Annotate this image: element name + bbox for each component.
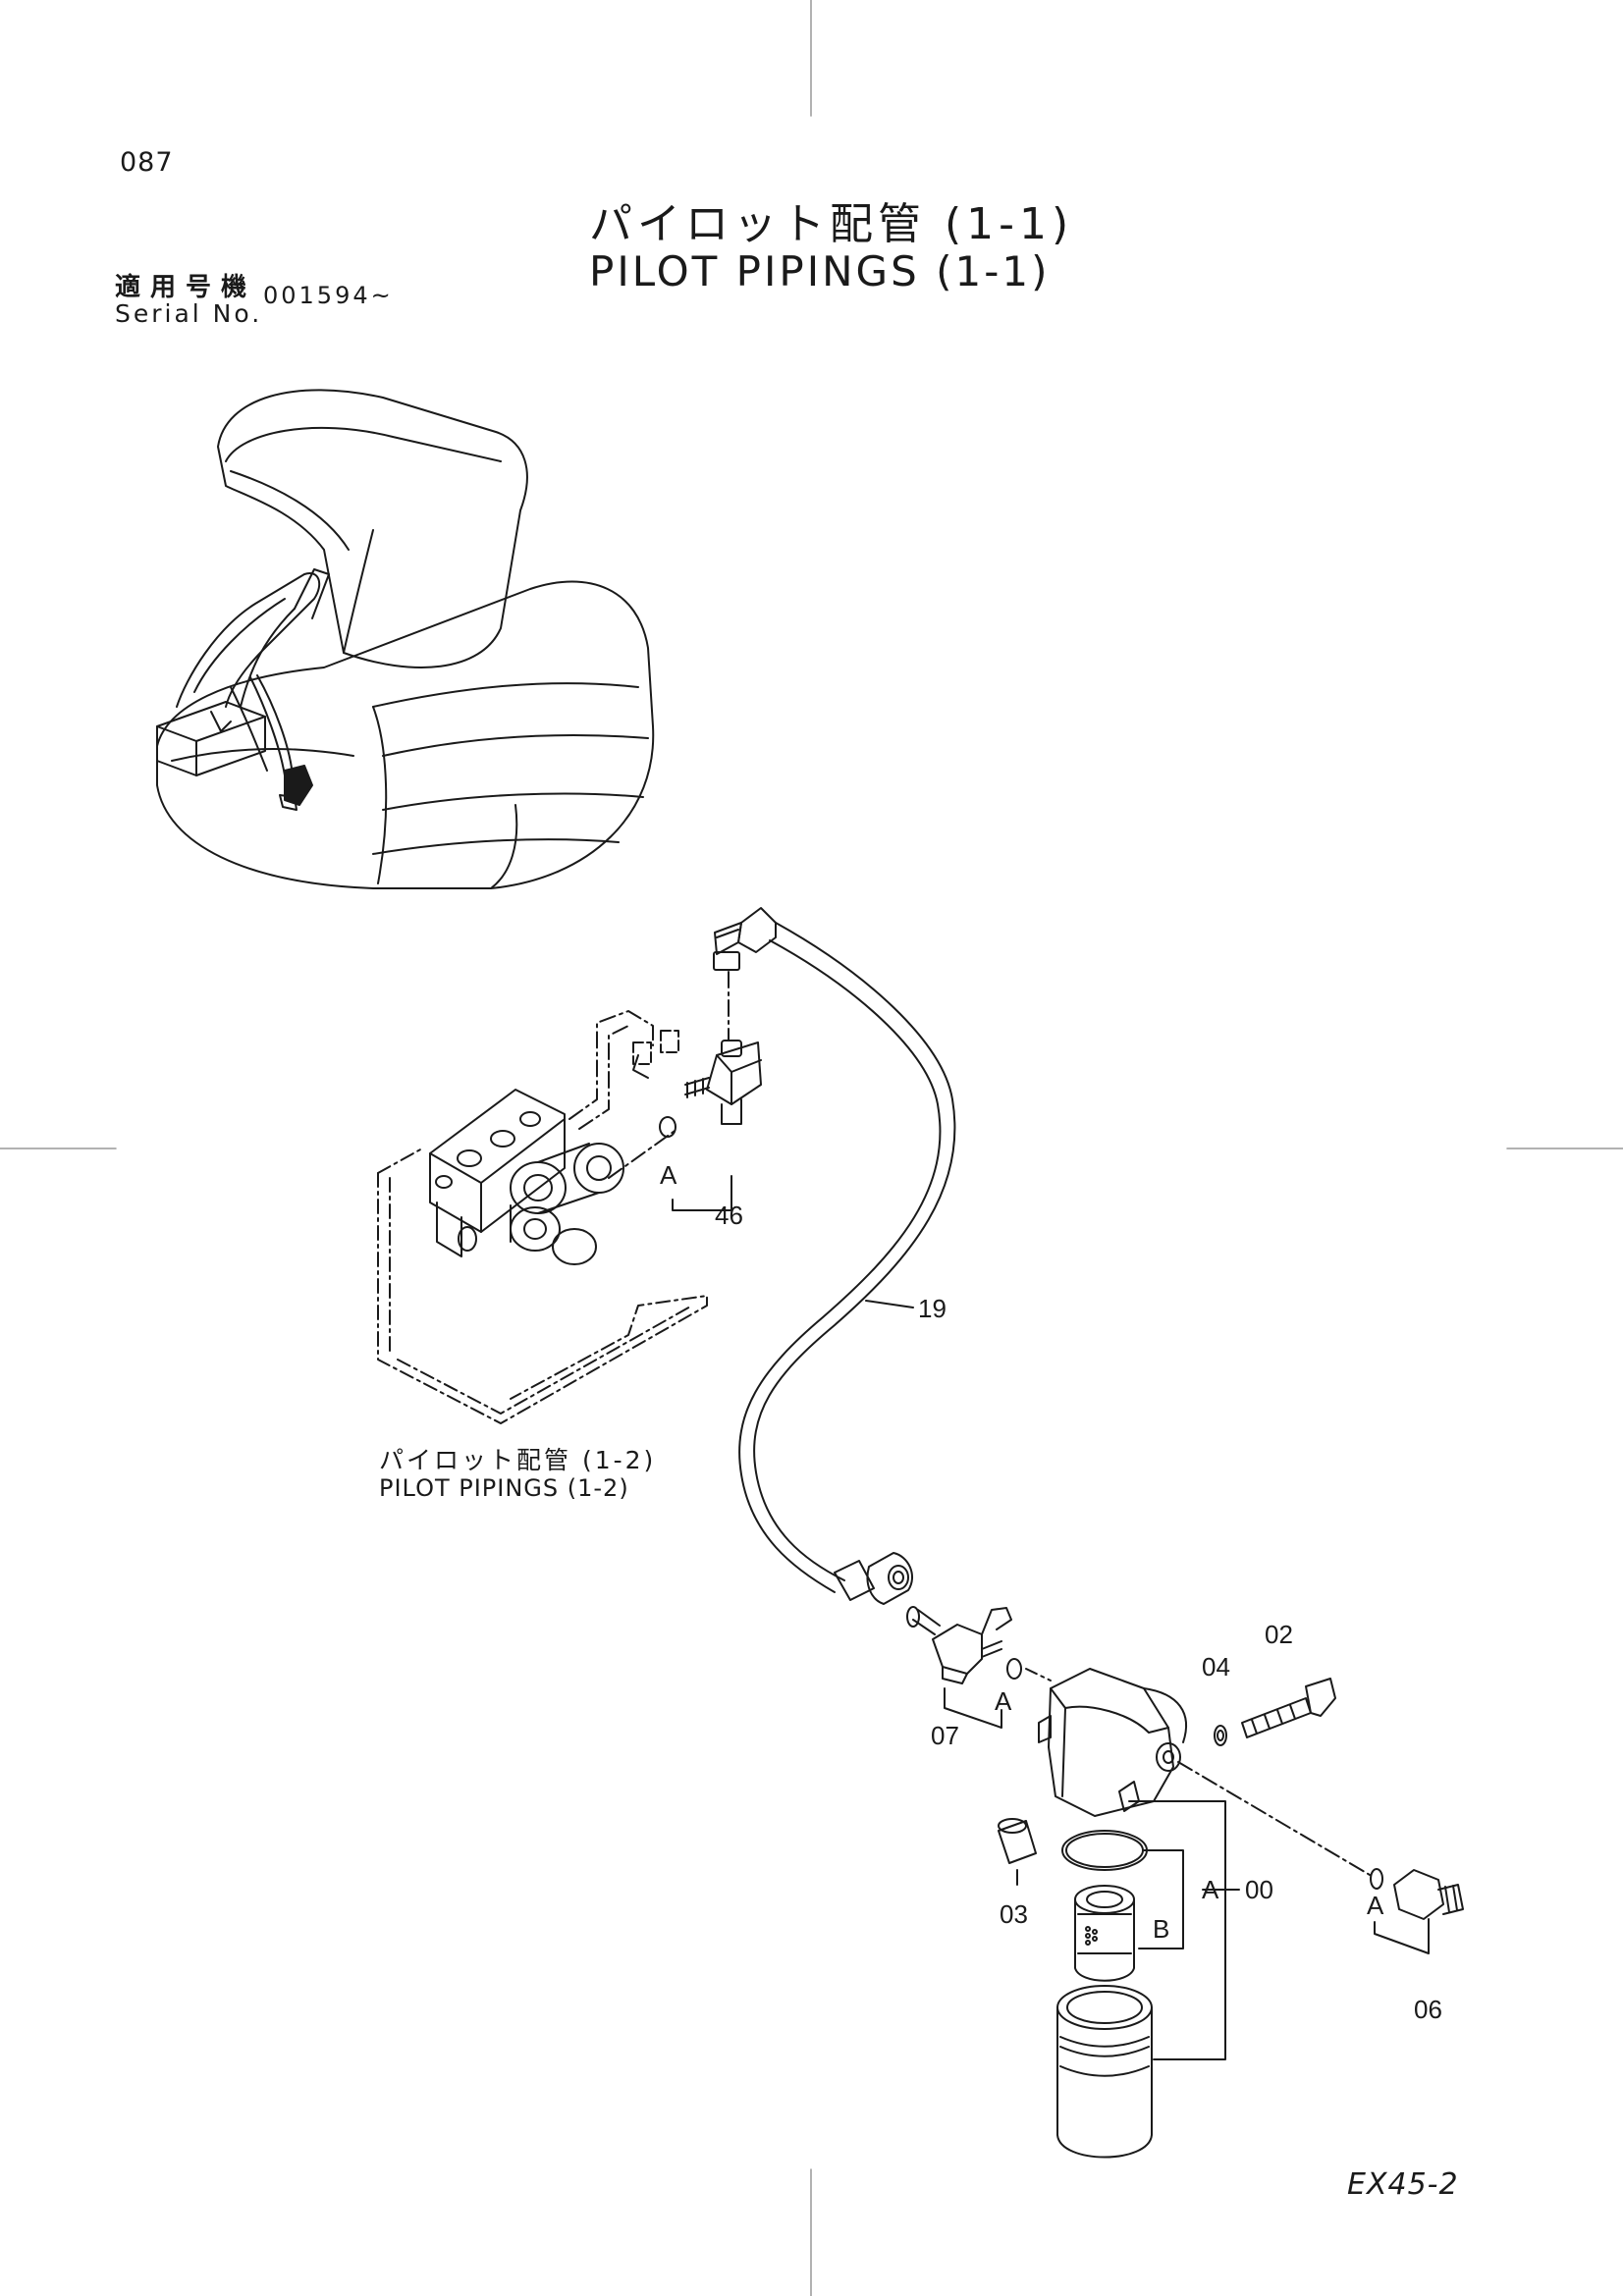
- callout-part-02: 02: [1265, 1620, 1293, 1649]
- callout-b-00: B: [1153, 1914, 1170, 1944]
- filter-head: [1039, 1669, 1370, 1875]
- reference-label-japanese: パイロット配管 (1-2): [379, 1446, 657, 1474]
- reference-label-english: PILOT PIPINGS (1-2): [379, 1474, 629, 1502]
- serial-label-japanese: 適用号機: [115, 273, 257, 302]
- callout-part-19: 19: [918, 1294, 947, 1323]
- callout-part-00: 00: [1245, 1875, 1273, 1904]
- filter-parts: [999, 1819, 1152, 2158]
- model-code: EX45-2: [1347, 2167, 1459, 2202]
- hose-19: [714, 908, 954, 1604]
- callout-a-00: A: [1202, 1875, 1219, 1904]
- page-number: 087: [120, 147, 174, 178]
- callout-a-07: A: [995, 1686, 1012, 1716]
- pilot-valve-block-illustration: [378, 1011, 707, 1423]
- serial-label-english: Serial No.: [115, 299, 263, 328]
- machine-overview-illustration: [157, 390, 653, 888]
- callout-leaders: [673, 1176, 1429, 2059]
- fitting-06: [1371, 1869, 1463, 1919]
- callout-a-valve: A: [660, 1160, 677, 1190]
- washer-04: [1215, 1726, 1226, 1745]
- callout-a-06: A: [1367, 1891, 1384, 1920]
- callout-part-03: 03: [1000, 1899, 1028, 1929]
- callout-part-06: 06: [1414, 1995, 1442, 2024]
- callout-part-04: 04: [1202, 1652, 1230, 1682]
- callout-part-46: 46: [715, 1201, 743, 1230]
- page-title-english: PILOT PIPINGS (1-1): [589, 247, 1051, 295]
- callout-part-07: 07: [931, 1721, 959, 1750]
- bolt-02: [1242, 1679, 1335, 1737]
- tee-fitting-07: [907, 1607, 1051, 1683]
- tee-fitting-46: [660, 1041, 761, 1137]
- page-title-japanese: パイロット配管 (1-1): [589, 199, 1074, 249]
- serial-range: 001594~: [263, 282, 394, 309]
